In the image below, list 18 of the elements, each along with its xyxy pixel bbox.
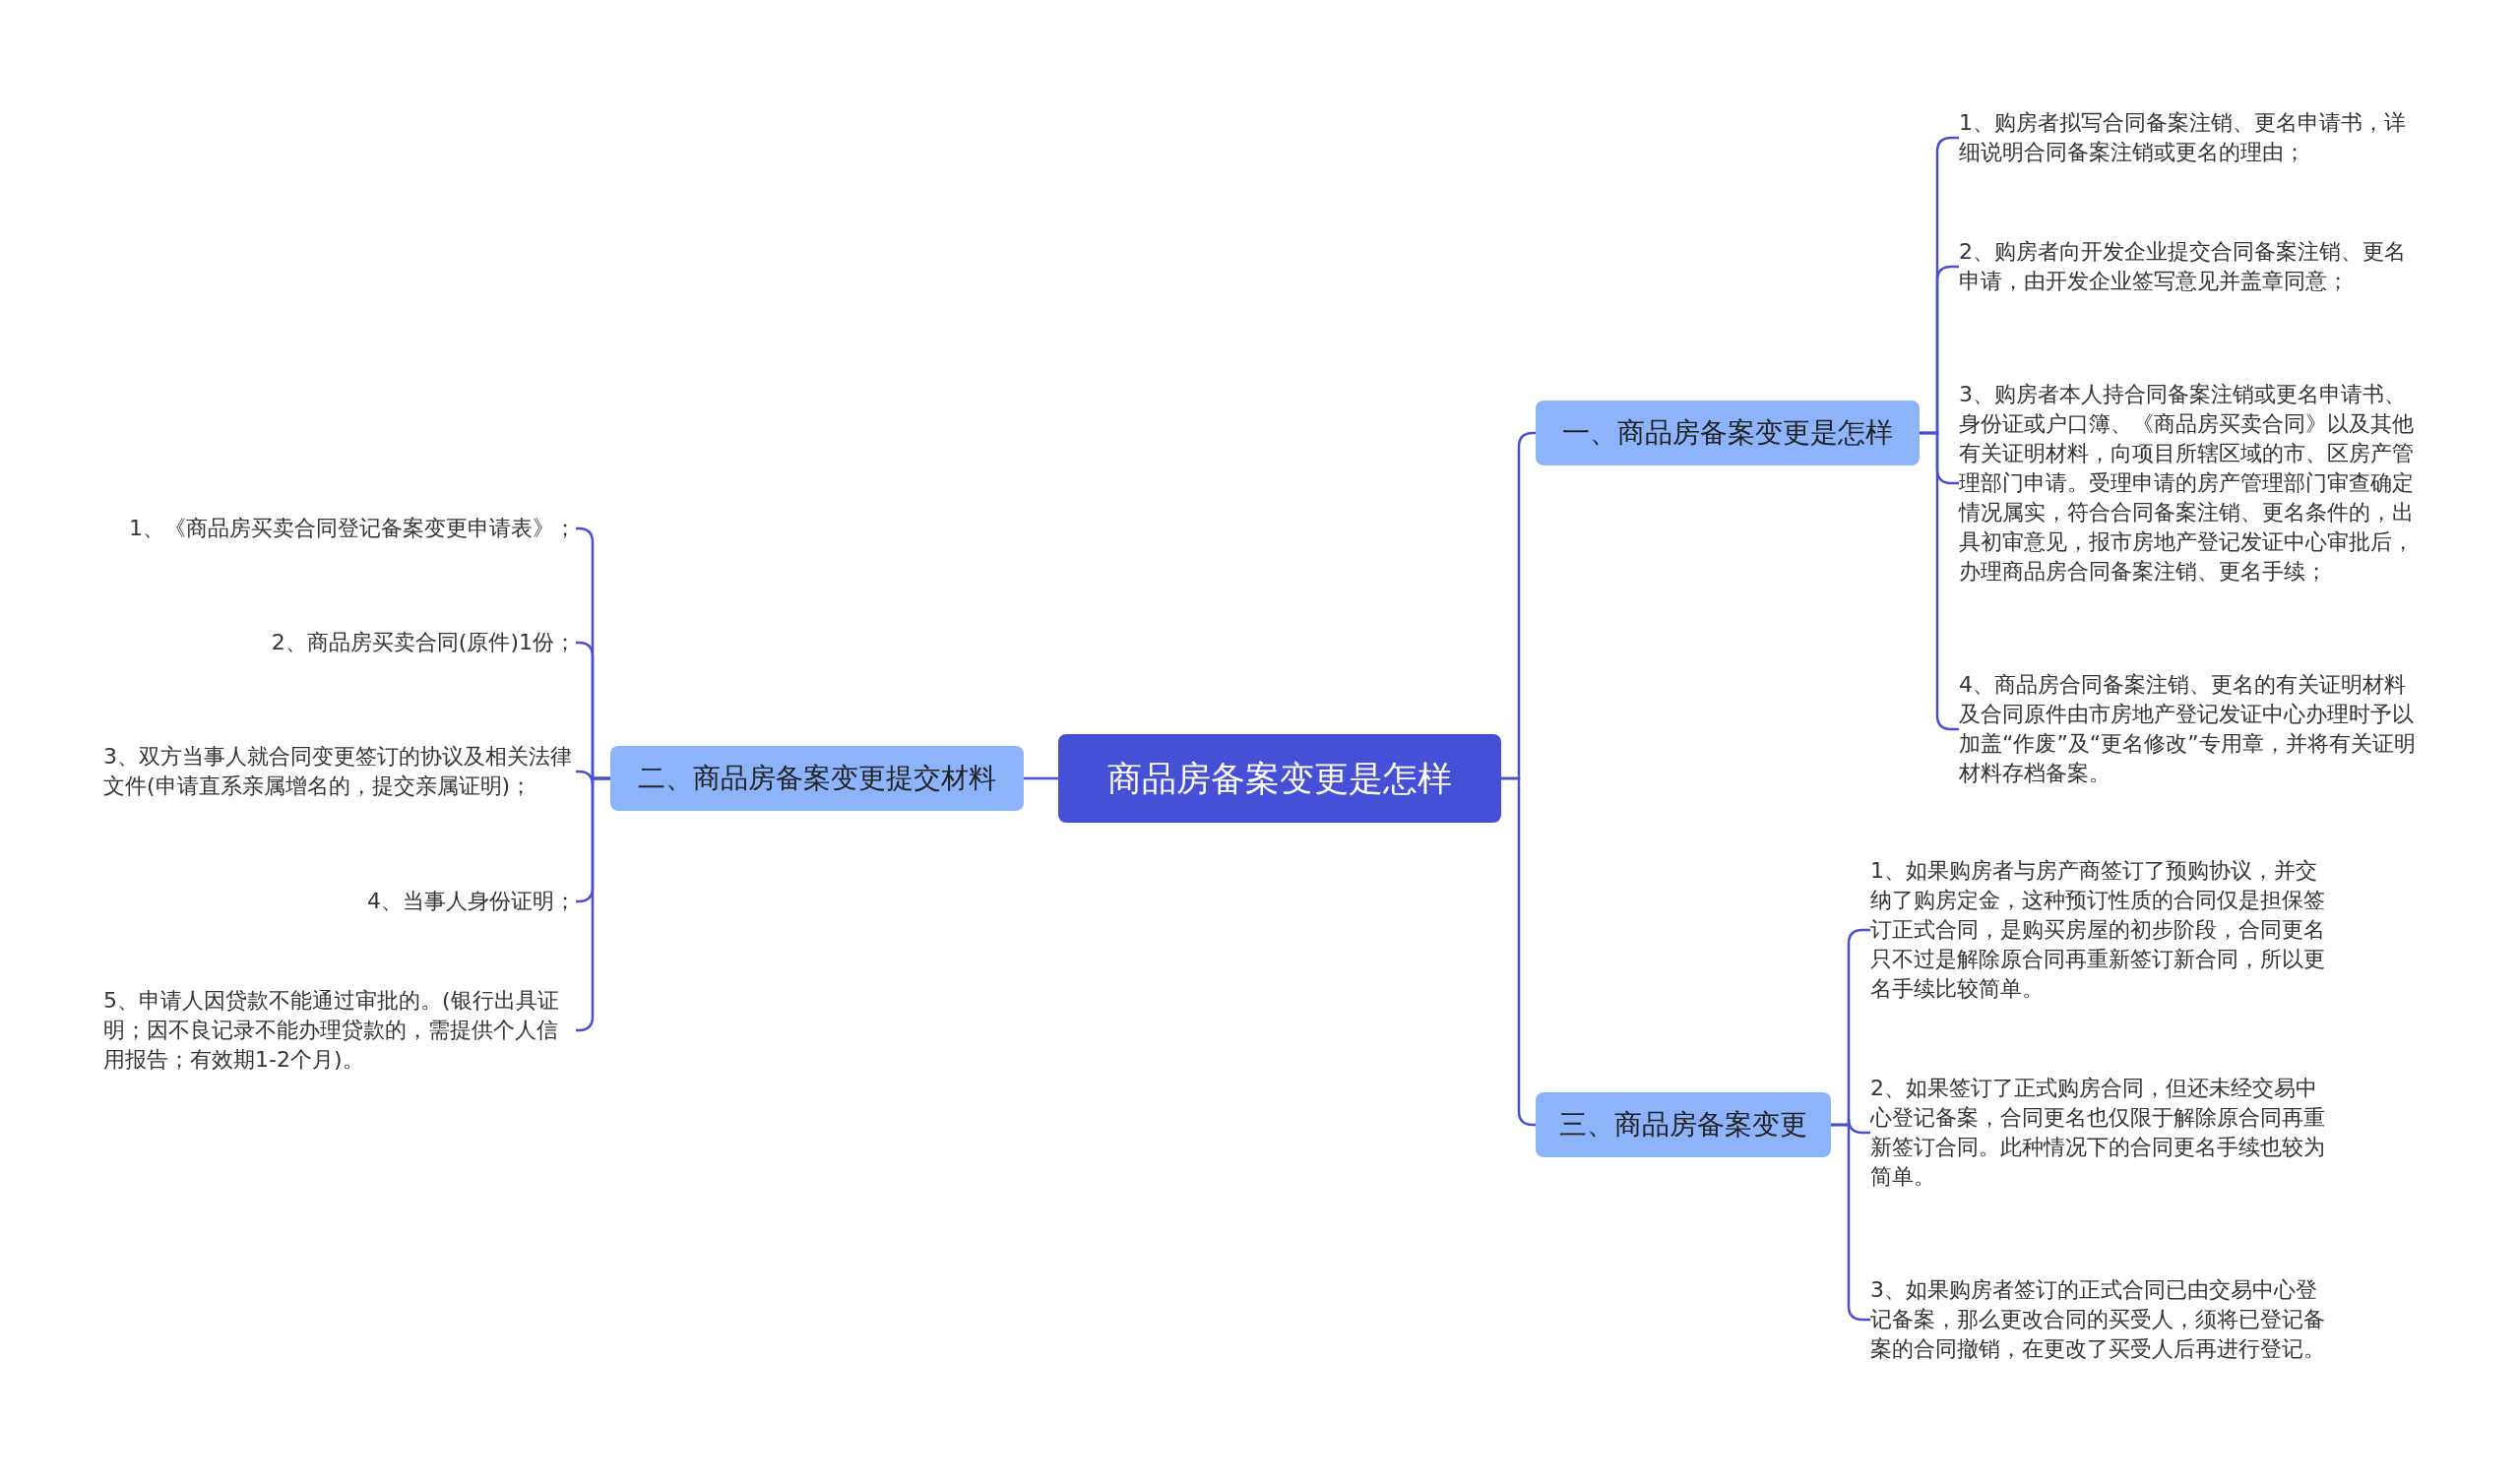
subtopic-text: 2、购房者向开发企业提交合同备案注销、更名申请，由开发企业签写意见并盖章同意； [1959, 237, 2422, 296]
subtopic-text: 2、商品房买卖合同(原件)1份； [271, 628, 576, 657]
subtopic-text: 5、申请人因贷款不能通过审批的。(银行出具证明；因不良记录不能办理贷款的，需提供个人信用报告；有效期1-2个月)。 [103, 986, 576, 1075]
connector-line [576, 776, 610, 1032]
subtopic-text: 3、双方当事人就合同变更签订的协议及相关法律文件(申请直系亲属增名的，提交亲属证明)； [103, 742, 576, 801]
subtopic-text: 4、当事人身份证明； [367, 887, 576, 916]
topic-box: 二、商品房备案变更提交材料 [610, 746, 1024, 811]
subtopic-text: 3、购房者本人持合同备案注销或更名申请书、身份证或户口簿、《商品房买卖合同》以及其他有关证明材料，向项目所辖区域的市、区房产管理部门申请。受理申请的房产管理部门审查确定情况属实，符合合同备案注销、更名条件的，出具初审意见，报市房地产登记发证中心审批后，办理商品房合同备案注销、更名手续； [1959, 380, 2422, 587]
subtopic-text: 1、购房者拟写合同备案注销、更名申请书，详细说明合同备案注销或更名的理由； [1959, 108, 2422, 167]
connector-line [1024, 776, 1058, 780]
subtopic-text: 1、如果购房者与房产商签订了预购协议，并交纳了购房定金，这种预订性质的合同仅是担保签订正式合同，是购买房屋的初步阶段，合同更名只不过是解除原合同再重新签订新合同，所以更名手续比较简单。 [1870, 856, 2333, 1004]
subtopic-text: 1、《商品房买卖合同登记备案变更申请表》； [129, 514, 576, 543]
subtopic-text: 2、如果签订了正式购房合同，但还未经交易中心登记备案，合同更名也仅限于解除原合同再重新签订合同。此种情况下的合同更名手续也较为简单。 [1870, 1074, 2333, 1192]
central-topic: 商品房备案变更是怎样 [1058, 734, 1501, 823]
subtopic-text: 3、如果购房者签订的正式合同已由交易中心登记备案，那么更改合同的买受人，须将已登记备案的合同撤销，在更改了买受人后再进行登记。 [1870, 1275, 2333, 1364]
topic-box: 三、商品房备案变更 [1536, 1092, 1831, 1157]
subtopic-text: 4、商品房合同备案注销、更名的有关证明材料及合同原件由市房地产登记发证中心办理时予以加盖“作废”及“更名修改”专用章，并将有关证明材料存档备案。 [1959, 670, 2422, 788]
topic-box: 一、商品房备案变更是怎样 [1536, 401, 1920, 465]
